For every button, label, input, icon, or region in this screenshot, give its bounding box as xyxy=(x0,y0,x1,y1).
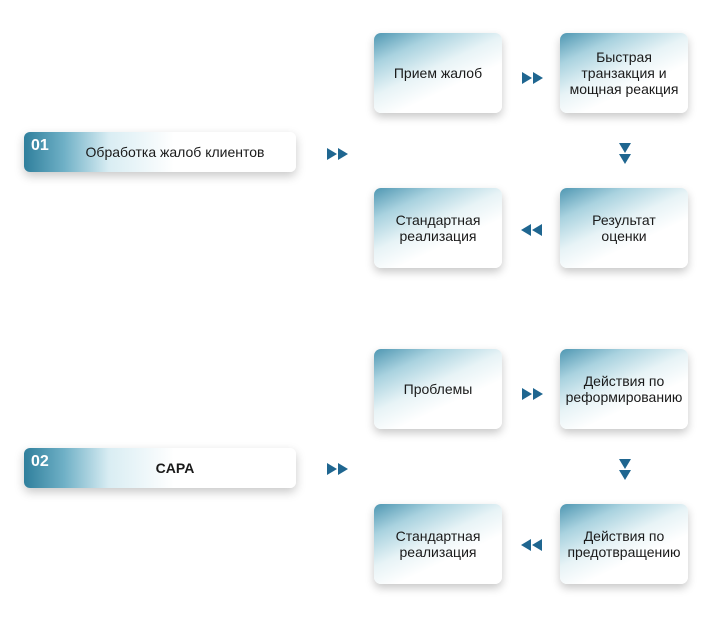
step-number: 02 xyxy=(31,453,49,470)
flow-card-fast-transaction: Быстрая транзакция и мощная реакция xyxy=(560,33,688,113)
card-label: Результат оценки xyxy=(592,212,656,244)
arrow-left-icon xyxy=(521,539,543,551)
card-label: Стандартная реализация xyxy=(395,528,481,560)
arrow-right-icon xyxy=(327,463,349,475)
arrow-left-icon xyxy=(521,224,543,236)
card-label: Стандартная реализация xyxy=(395,212,481,244)
flow-card-receive-complaints: Прием жалоб xyxy=(374,33,502,113)
flow-card-standard-implementation: Стандартная реализация xyxy=(374,504,502,584)
card-label: Действия по предотвращению xyxy=(567,528,681,560)
step-bar-1: 01 Обработка жалоб клиентов xyxy=(24,132,296,172)
step-label: Обработка жалоб клиентов xyxy=(85,144,265,160)
flow-card-evaluation-result: Результат оценки xyxy=(560,188,688,268)
arrow-right-icon xyxy=(327,148,349,160)
arrow-down-icon xyxy=(619,459,631,481)
flow-card-corrective-actions: Действия по реформированию xyxy=(560,349,688,429)
flow-card-preventive-actions: Действия по предотвращению xyxy=(560,504,688,584)
flow-card-standard-implementation: Стандартная реализация xyxy=(374,188,502,268)
step-number: 01 xyxy=(31,137,49,154)
card-label: Действия по реформированию xyxy=(565,373,683,405)
flow-card-problems: Проблемы xyxy=(374,349,502,429)
card-label: Проблемы xyxy=(403,381,473,397)
step-bar-2: 02 CAPA xyxy=(24,448,296,488)
arrow-right-icon xyxy=(522,388,544,400)
arrow-down-icon xyxy=(619,143,631,165)
card-label: Быстрая транзакция и мощная реакция xyxy=(569,49,679,97)
step-label: CAPA xyxy=(155,460,195,476)
card-label: Прием жалоб xyxy=(393,65,483,81)
arrow-right-icon xyxy=(522,72,544,84)
